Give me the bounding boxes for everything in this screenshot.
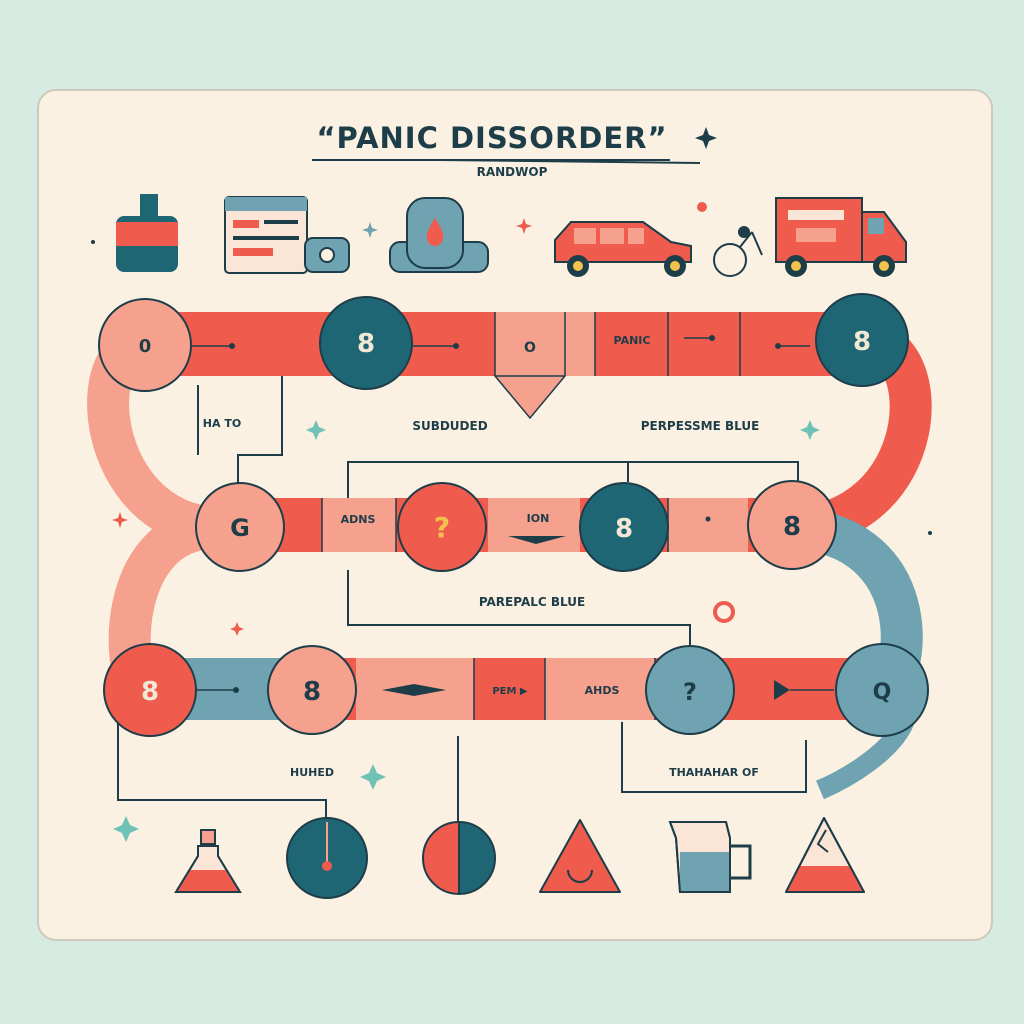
drop-badge-icon xyxy=(389,197,489,273)
sparkle-icon xyxy=(113,816,139,842)
node-r2-2-label: ? xyxy=(434,511,450,544)
browser-window-icon xyxy=(224,196,350,274)
caption-subduded: SUBDUDED xyxy=(412,419,487,433)
row1-band xyxy=(145,312,865,420)
drop-icon xyxy=(539,819,621,893)
flask-icon xyxy=(174,829,242,893)
sparkle-icon xyxy=(306,420,326,440)
diagram-title: “PANIC DISSORDER” xyxy=(316,121,667,155)
connector-lines xyxy=(117,375,807,830)
node-r2-3-label: 8 xyxy=(615,514,633,544)
node-r1-1: 0 xyxy=(98,298,192,392)
node-r2-1: G xyxy=(195,482,285,572)
row2-label-adns: ADNS xyxy=(341,513,376,526)
sparkle-icon xyxy=(230,622,244,636)
sparkle-icon xyxy=(695,127,717,149)
bottle-icon xyxy=(116,194,178,272)
node-r3-4: Q xyxy=(835,643,929,737)
node-r3-1: 8 xyxy=(103,643,197,737)
title-underline-2 xyxy=(439,159,701,164)
row2-band xyxy=(240,498,800,552)
caption-parepalc-blue: PAREPALC BLUE xyxy=(479,595,585,609)
node-r3-1-label: 8 xyxy=(141,677,159,707)
caption-ha-to: HA TO xyxy=(203,417,241,430)
row1-label-panic: PANIC xyxy=(614,334,651,347)
node-r2-1-label: G xyxy=(230,514,250,542)
node-r1-3: 8 xyxy=(815,293,909,387)
key-icon xyxy=(713,226,763,277)
node-r2-4-label: 8 xyxy=(783,512,801,542)
caption-thahahar-of: THAHAHAR OF xyxy=(669,766,759,779)
ring-dot xyxy=(713,601,735,623)
dot xyxy=(91,240,95,244)
pitcher-icon xyxy=(668,821,752,893)
sparkle-icon xyxy=(360,764,386,790)
row3-label-pem: PEM ▶ xyxy=(492,686,528,697)
node-r1-1-label: 0 xyxy=(139,336,152,357)
node-r3-2: 8 xyxy=(267,645,357,735)
node-r1-2-label: 8 xyxy=(357,329,375,359)
diagram-subtitle: RANDWOP xyxy=(477,165,548,179)
node-r1-2: 8 xyxy=(319,296,413,390)
caption-perpessme-blue: PERPESSME BLUE xyxy=(641,419,760,433)
node-r3-3: ? xyxy=(645,645,735,735)
caption-huhed: HUHED xyxy=(290,766,334,779)
node-r2-2: ? xyxy=(397,482,487,572)
node-r3-3-label: ? xyxy=(683,678,697,706)
sparkle-icon xyxy=(112,512,128,528)
row3-label-ahds: AHDS xyxy=(585,684,620,697)
node-r3-4-label: Q xyxy=(873,680,892,705)
sparkle-icon xyxy=(800,420,820,440)
gauge-icon xyxy=(286,817,368,899)
node-r1-3-label: 8 xyxy=(853,327,871,357)
truck-icon xyxy=(775,197,907,277)
row2-label-ion: ION xyxy=(527,512,550,525)
node-r2-4: 8 xyxy=(747,480,837,570)
sparkle-icon xyxy=(362,222,378,238)
node-r3-2-label: 8 xyxy=(303,677,321,707)
half-circle-icon xyxy=(422,821,496,895)
row1-marker: O xyxy=(524,340,536,356)
car-icon xyxy=(554,221,692,277)
cracked-triangle-icon xyxy=(785,817,865,893)
node-r2-3: 8 xyxy=(579,482,669,572)
dot xyxy=(697,202,707,212)
sparkle-icon xyxy=(516,218,532,234)
dot xyxy=(928,531,932,535)
